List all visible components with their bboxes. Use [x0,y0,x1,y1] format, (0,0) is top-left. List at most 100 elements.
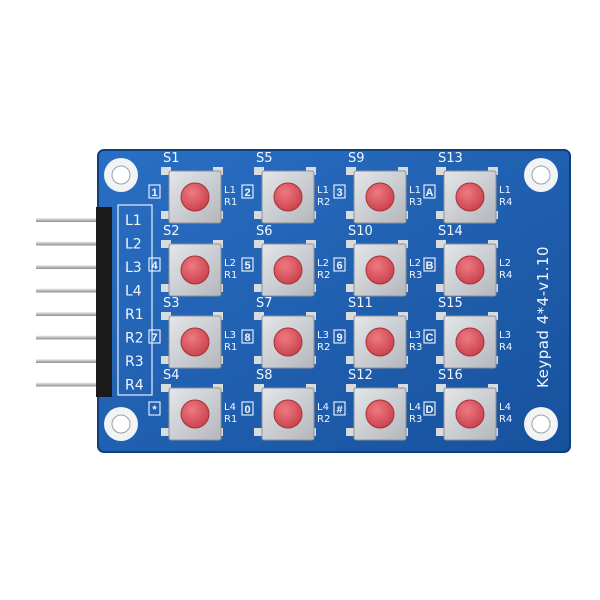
row-label: L4 [409,402,421,413]
switch-button[interactable] [273,182,303,212]
mounting-hole-top-left [104,158,138,192]
key-label: * [152,404,157,416]
solder-pad [436,428,446,436]
switch-button[interactable] [273,399,303,429]
switch-button[interactable] [180,399,210,429]
switch-button[interactable] [273,255,303,285]
solder-pad [254,167,264,175]
col-label: R3 [409,414,422,425]
switch-button[interactable] [365,327,395,357]
switch-button[interactable] [455,327,485,357]
solder-pad [436,211,446,219]
col-label: R1 [224,342,237,353]
switch-designator: S5 [256,151,273,166]
solder-pad [254,384,264,392]
solder-pad [346,284,356,292]
key-label: D [426,404,434,416]
switch-designator: S8 [256,368,273,383]
row-label: L4 [499,402,511,413]
key-label: 9 [336,332,342,344]
switch-button[interactable] [180,327,210,357]
key-label-box [241,329,254,344]
mounting-hole-top-right [524,158,558,192]
key-label-box [333,257,346,272]
key-label-box [333,401,346,416]
switch-button[interactable] [180,182,210,212]
solder-pad [254,312,264,320]
header-pin [36,218,102,222]
pin-label: R1 [125,307,144,323]
header-pin [36,335,102,340]
solder-pad [161,312,171,320]
solder-pad [161,167,171,175]
switch-button[interactable] [365,399,395,429]
solder-pad [346,312,356,320]
pin-header-strip [96,207,112,397]
col-label: R2 [317,270,330,281]
header-pin [36,312,102,316]
solder-pad [436,384,446,392]
solder-pad [436,312,446,320]
key-label-box [241,401,254,416]
row-label: L3 [409,330,421,341]
switch-button[interactable] [455,399,485,429]
pin-label: R3 [125,354,144,370]
switch-designator: S7 [256,296,273,311]
solder-pad [161,384,171,392]
key-label-box [423,329,436,344]
switch-button[interactable] [273,327,303,357]
row-label: L2 [499,258,511,269]
key-label: C [426,332,434,344]
solder-pad [436,167,446,175]
solder-pad [161,356,171,364]
key-label-box [423,401,436,416]
switch-designator: S13 [438,151,463,166]
switch-button[interactable] [455,255,485,285]
header-pin [36,288,102,293]
switch-designator: S1 [163,151,180,166]
mounting-hole-bottom-left [104,407,138,441]
col-label: R4 [499,342,512,353]
switch-button[interactable] [365,255,395,285]
switch-designator: S2 [163,224,180,239]
key-label-box [241,257,254,272]
col-label: R3 [409,197,422,208]
key-label: 1 [151,187,157,199]
key-label-box [148,184,161,199]
pin-label-frame [117,204,153,396]
key-label: B [426,260,434,272]
pin-label: L3 [125,260,142,276]
solder-pad [346,356,356,364]
key-label-box [333,184,346,199]
switch-designator: S16 [438,368,463,383]
switch-button[interactable] [365,182,395,212]
key-label: 7 [151,332,157,344]
row-label: L4 [224,402,236,413]
solder-pad [161,428,171,436]
col-label: R1 [224,197,237,208]
row-label: L2 [409,258,421,269]
solder-pad [346,211,356,219]
row-label: L1 [409,185,421,196]
switch-button[interactable] [180,255,210,285]
key-label: # [336,404,342,416]
col-label: R3 [409,342,422,353]
pin-label: R4 [125,378,144,394]
key-label: 5 [244,260,250,272]
switch-button[interactable] [455,182,485,212]
solder-pad [254,240,264,248]
pin-label: R2 [125,331,144,347]
header-pin [36,241,102,246]
switch-designator: S15 [438,296,463,311]
row-label: L1 [317,185,329,196]
